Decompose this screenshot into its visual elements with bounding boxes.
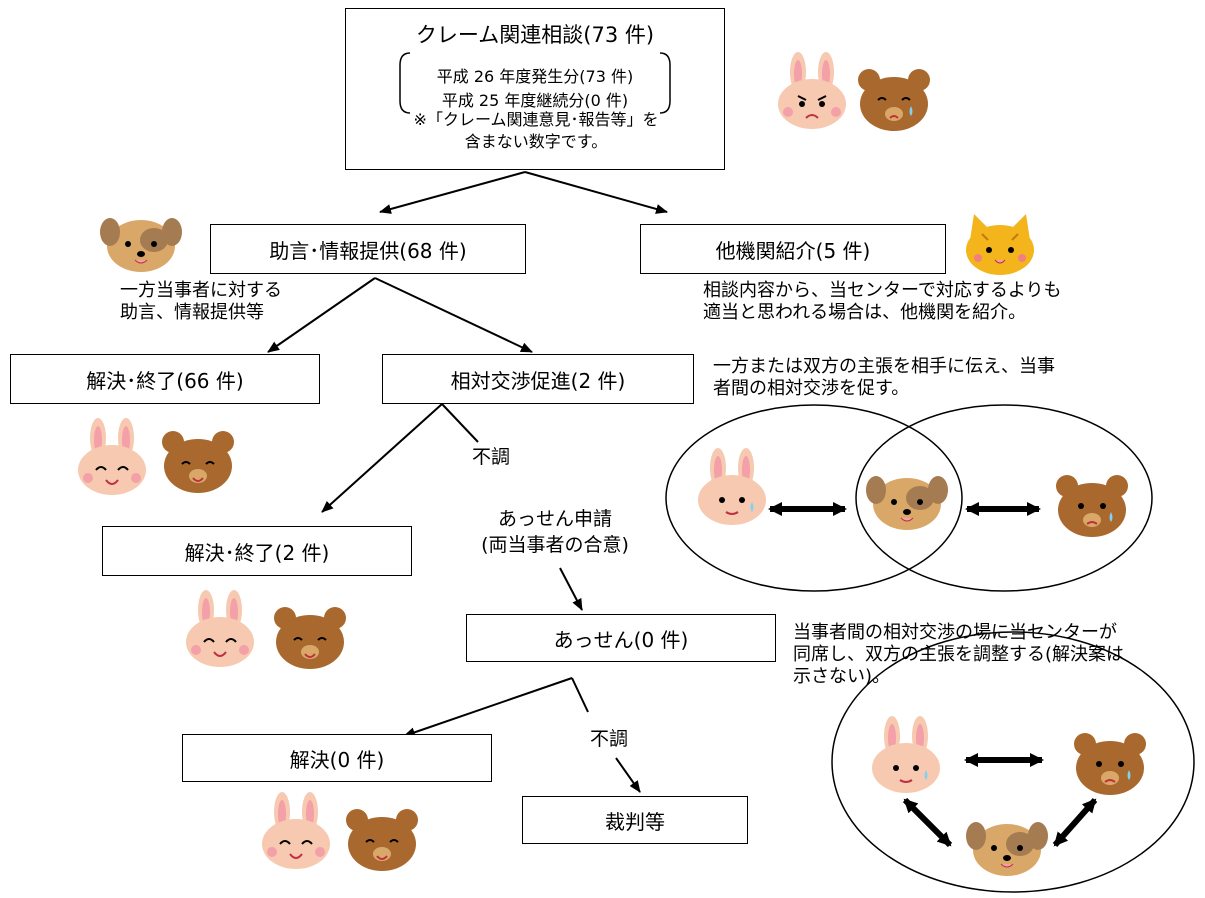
advice-label: 助言･情報提供(68 件) [269, 238, 467, 263]
worried-rabbit-icon-2 [872, 716, 940, 793]
arrow-negotiation-to-resolved2 [321, 403, 443, 513]
advice-box: 助言･情報提供(68 件) [210, 224, 526, 274]
note-line-2: 含まない数字です。 [464, 132, 608, 151]
mediation-request-line-2: (両当事者の合意) [481, 534, 629, 556]
arrow-top-to-referral [524, 171, 668, 214]
resolved-66-box: 解決･終了(66 件) [10, 354, 320, 404]
line-negotiation-down [441, 403, 479, 443]
negotiation-description: 一方または双方の主張を相手に伝え、当事 者間の相対交渉を促す。 [713, 356, 1055, 400]
resolved-2-label: 解決･終了(2 件) [184, 540, 330, 565]
ellipse-mediation [831, 631, 1195, 893]
fy25-count: 平成 25 年度継続分(0 件) [441, 91, 629, 110]
mediation-label: あっせん(0 件) [553, 627, 689, 652]
note: ※「クレーム関連意見･報告等」を 含まない数字です。 [386, 109, 686, 153]
happy-bear-icon-3 [346, 809, 418, 871]
crying-bear-icon [858, 69, 930, 131]
negotiation-desc-line-2: 者間の相対交渉を促す。 [713, 378, 910, 399]
referral-desc-line-1: 相談内容から、当センターで対応するよりも [703, 280, 1062, 301]
ellipse-right [855, 404, 1153, 592]
mediation-desc-line-1: 当事者間の相対交渉の場に当センターが [793, 622, 1117, 643]
left-brace [399, 52, 411, 114]
resolved-2-box: 解決･終了(2 件) [102, 526, 412, 576]
total-consultations-box: クレーム関連相談(73 件) 平成 26 年度発生分(73 件) 平成 25 年… [345, 8, 725, 170]
resolved-0-label: 解決(0 件) [289, 747, 385, 772]
arrow-to-court [615, 757, 641, 793]
referral-desc-line-2: 適当と思われる場合は、他機関を紹介。 [703, 302, 1027, 323]
double-arrow-bear-dog-bottom [1052, 798, 1098, 847]
court-label: 裁判等 [605, 809, 665, 834]
fail-label-1: 不調 [472, 446, 511, 468]
negotiation-desc-line-1: 一方または双方の主張を相手に伝え、当事 [713, 356, 1055, 377]
double-arrow-rabbit-dog-bottom [902, 797, 953, 848]
negotiation-box: 相対交渉促進(2 件) [382, 354, 694, 404]
fy26-count: 平成 26 年度発生分(73 件) [436, 67, 634, 86]
advice-description: 一方当事者に対する 助言、情報提供等 [120, 280, 282, 324]
worried-rabbit-icon [698, 448, 766, 525]
worried-bear-icon [1056, 475, 1128, 537]
arrow-advice-to-resolved [267, 277, 376, 353]
dog-icon [100, 218, 182, 272]
referral-description: 相談内容から、当センターで対応するよりも 適当と思われる場合は、他機関を紹介。 [703, 280, 1062, 324]
mediation-desc-line-3: 示さない)。 [793, 666, 891, 687]
dog-icon-2 [866, 476, 948, 530]
mediation-request: あっせん申請 (両当事者の合意) [480, 506, 630, 558]
happy-rabbit-icon [78, 418, 146, 495]
happy-bear-icon-2 [274, 607, 346, 669]
referral-label: 他機関紹介(5 件) [715, 238, 871, 263]
upset-rabbit-icon [778, 52, 846, 129]
mediation-request-line-1: あっせん申請 [497, 508, 612, 530]
resolved-0-box: 解決(0 件) [182, 734, 492, 782]
happy-rabbit-icon-3 [262, 792, 330, 869]
mediation-desc-line-2: 同席し、双方の主張を調整する(解決案は [793, 644, 1125, 665]
arrow-mediation-to-resolved0 [403, 677, 573, 738]
arrow-advice-to-negotiation [374, 277, 533, 353]
happy-rabbit-icon-2 [186, 590, 254, 667]
mediation-description: 当事者間の相対交渉の場に当センターが 同席し、双方の主張を調整する(解決案は 示… [793, 622, 1124, 688]
dog-icon-3 [966, 822, 1048, 876]
advice-desc-line-1: 一方当事者に対する [120, 280, 282, 301]
note-line-1: ※「クレーム関連意見･報告等」を [413, 110, 659, 129]
total-title: クレーム関連相談(73 件) [415, 23, 655, 47]
cat-icon [966, 214, 1034, 275]
happy-bear-icon [162, 431, 234, 493]
court-box: 裁判等 [522, 796, 748, 844]
resolved-66-label: 解決･終了(66 件) [86, 368, 244, 393]
right-brace [659, 52, 671, 114]
referral-box: 他機関紹介(5 件) [640, 224, 946, 274]
worried-bear-icon-2 [1074, 733, 1146, 795]
negotiation-label: 相対交渉促進(2 件) [450, 368, 626, 393]
fail-label-2: 不調 [590, 728, 629, 750]
mediation-box: あっせん(0 件) [466, 614, 776, 662]
arrow-top-to-advice [379, 171, 526, 214]
advice-desc-line-2: 助言、情報提供等 [120, 302, 264, 323]
ellipse-left [665, 404, 963, 592]
line-mediation-down [571, 677, 589, 713]
arrow-request-to-mediation [559, 567, 583, 611]
